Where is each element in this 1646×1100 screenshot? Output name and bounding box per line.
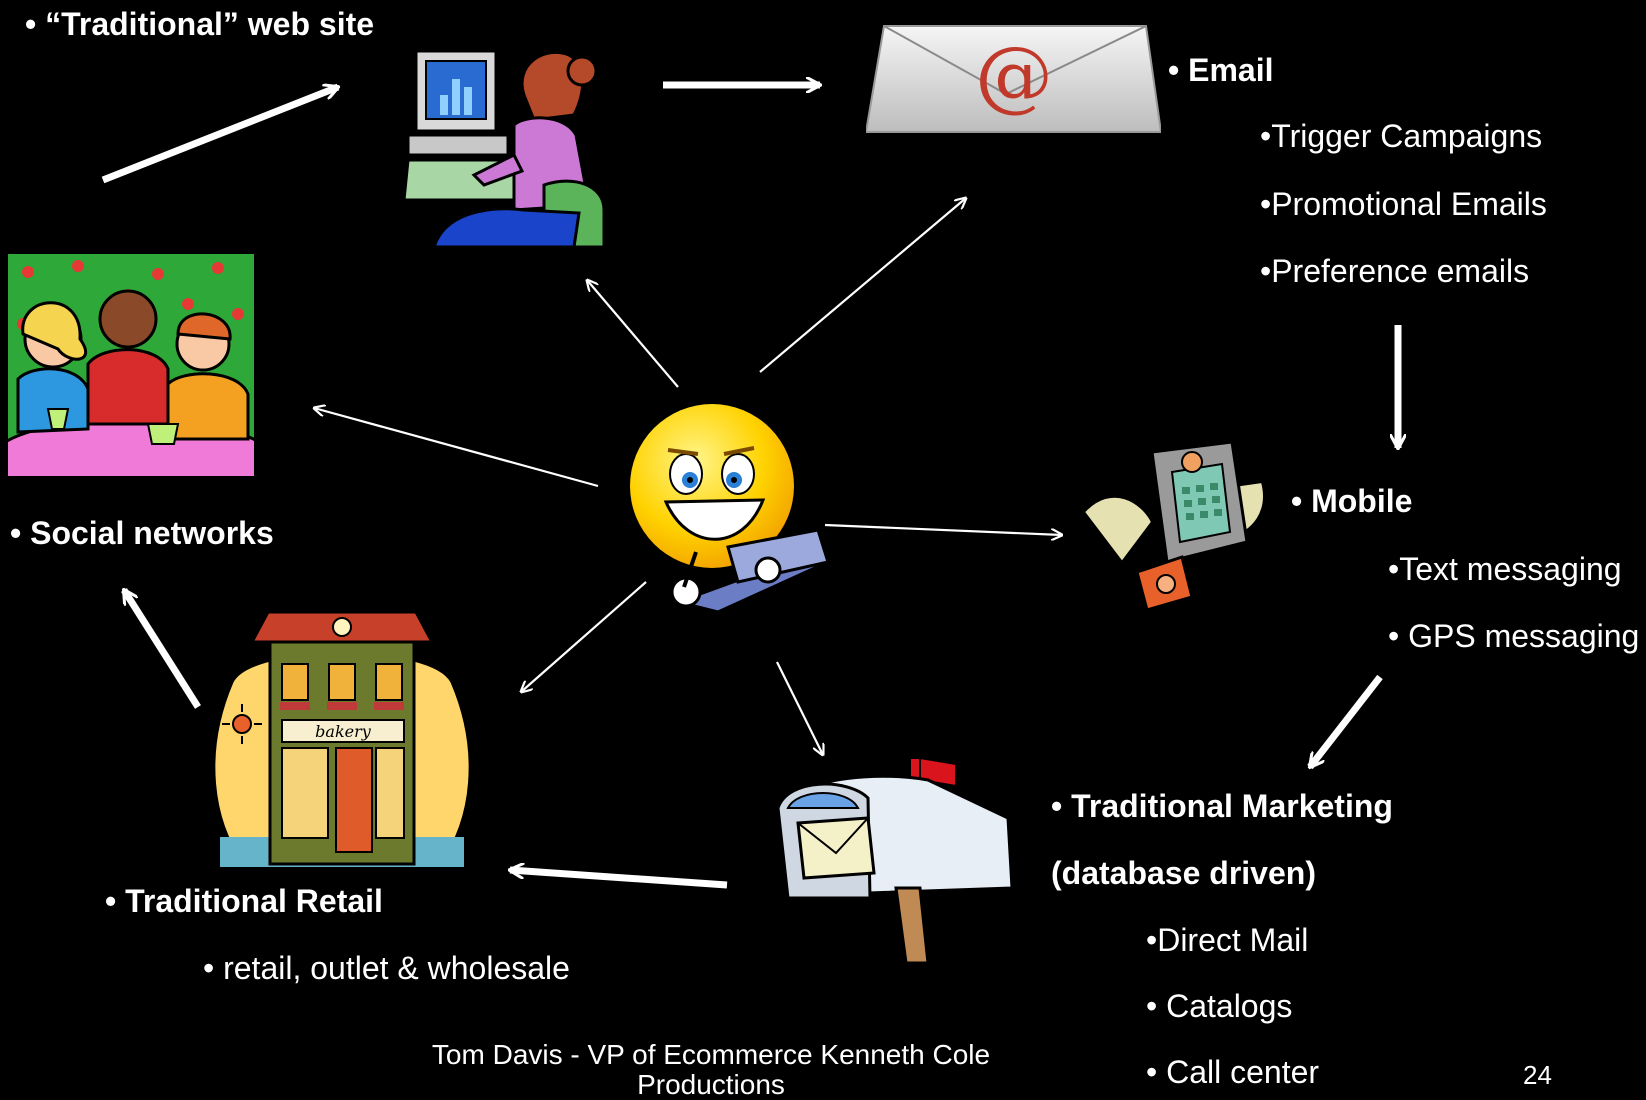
smiley-laptop-icon bbox=[630, 404, 828, 614]
label-email: • Email bbox=[1168, 52, 1274, 88]
list-item: •Promotional Emails bbox=[1260, 186, 1547, 222]
arrow-center-to-web bbox=[587, 280, 679, 388]
arrow-center-to-mailbox bbox=[776, 661, 823, 755]
bakery-storefront-icon: bakery bbox=[212, 612, 472, 867]
envelope-at-icon: @ bbox=[866, 25, 1161, 133]
label-traditional-retail: • Traditional Retail bbox=[105, 883, 383, 919]
list-item: • Call center bbox=[1146, 1054, 1320, 1090]
list-item: •Preference emails bbox=[1260, 253, 1530, 289]
list-item: •Trigger Campaigns bbox=[1260, 118, 1543, 154]
arrow-mobile-to-marketing bbox=[1307, 674, 1383, 767]
list-item: • GPS messaging bbox=[1388, 618, 1640, 654]
svg-text:@: @ bbox=[975, 31, 1053, 121]
label-social-networks: • Social networks bbox=[10, 515, 274, 551]
flip-phone-icon bbox=[1082, 392, 1265, 612]
mailbox-icon bbox=[778, 758, 1012, 963]
list-item: •Direct Mail bbox=[1146, 922, 1309, 958]
label-traditional-web-site: • “Traditional” web site bbox=[25, 6, 375, 42]
arrow-center-to-retail bbox=[521, 581, 647, 692]
page-number: 24 bbox=[1523, 1060, 1552, 1090]
footer-author: Tom Davis - VP of Ecommerce Kenneth Cole… bbox=[431, 1039, 991, 1100]
arrow-retail-to-social bbox=[121, 590, 201, 709]
list-item: •Text messaging bbox=[1388, 551, 1622, 587]
arrow-social-to-web bbox=[101, 87, 338, 184]
list-item: • Catalogs bbox=[1146, 988, 1293, 1024]
label-traditional-marketing: • Traditional Marketing bbox=[1051, 788, 1393, 824]
arrow-center-to-email bbox=[759, 198, 966, 373]
computer-user-icon bbox=[404, 49, 606, 247]
label-mobile: • Mobile bbox=[1291, 483, 1413, 519]
social-group-icon bbox=[8, 254, 254, 476]
label-database-driven: (database driven) bbox=[1051, 855, 1316, 891]
arrow-mailbox-to-retail bbox=[510, 870, 728, 889]
arrow-center-to-social bbox=[314, 408, 599, 488]
bakery-sign-text: bakery bbox=[315, 722, 372, 741]
arrow-center-to-mobile bbox=[824, 523, 1062, 535]
list-item: • retail, outlet & wholesale bbox=[203, 950, 570, 986]
